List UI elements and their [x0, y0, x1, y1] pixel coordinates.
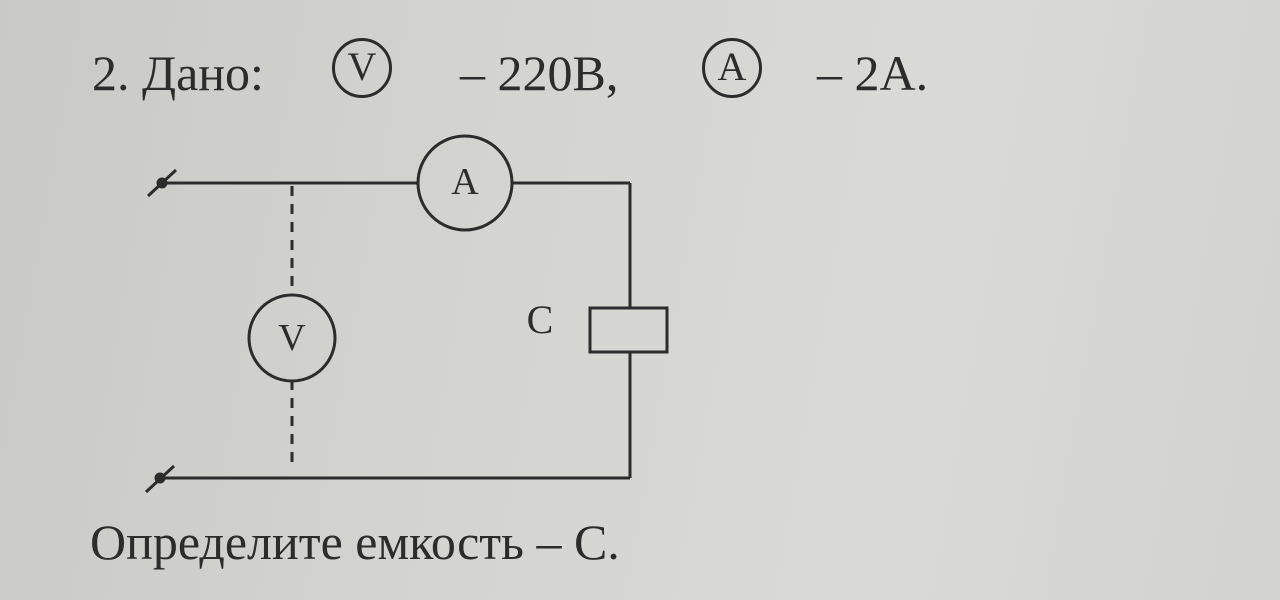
- task-text: Определите емкость – С.: [90, 514, 620, 570]
- voltmeter-label: V: [278, 317, 306, 359]
- voltmeter-symbol: V: [332, 38, 392, 98]
- terminal-top: [156, 177, 168, 189]
- current-value: – 2А.: [817, 45, 929, 101]
- capacitor-label: C: [526, 297, 554, 342]
- problem-number: 2. Дано:: [92, 45, 264, 101]
- ammeter-label: A: [451, 161, 479, 203]
- ammeter-symbol: A: [702, 38, 762, 98]
- voltage-value: – 220В,: [460, 45, 619, 101]
- voltmeter-circle: [247, 293, 337, 383]
- capacitor-body: [588, 306, 669, 354]
- ammeter-circle: [416, 134, 514, 232]
- given-line: 2. Дано: V – 220В, A – 2А.: [92, 38, 1092, 108]
- terminal-bottom: [154, 472, 166, 484]
